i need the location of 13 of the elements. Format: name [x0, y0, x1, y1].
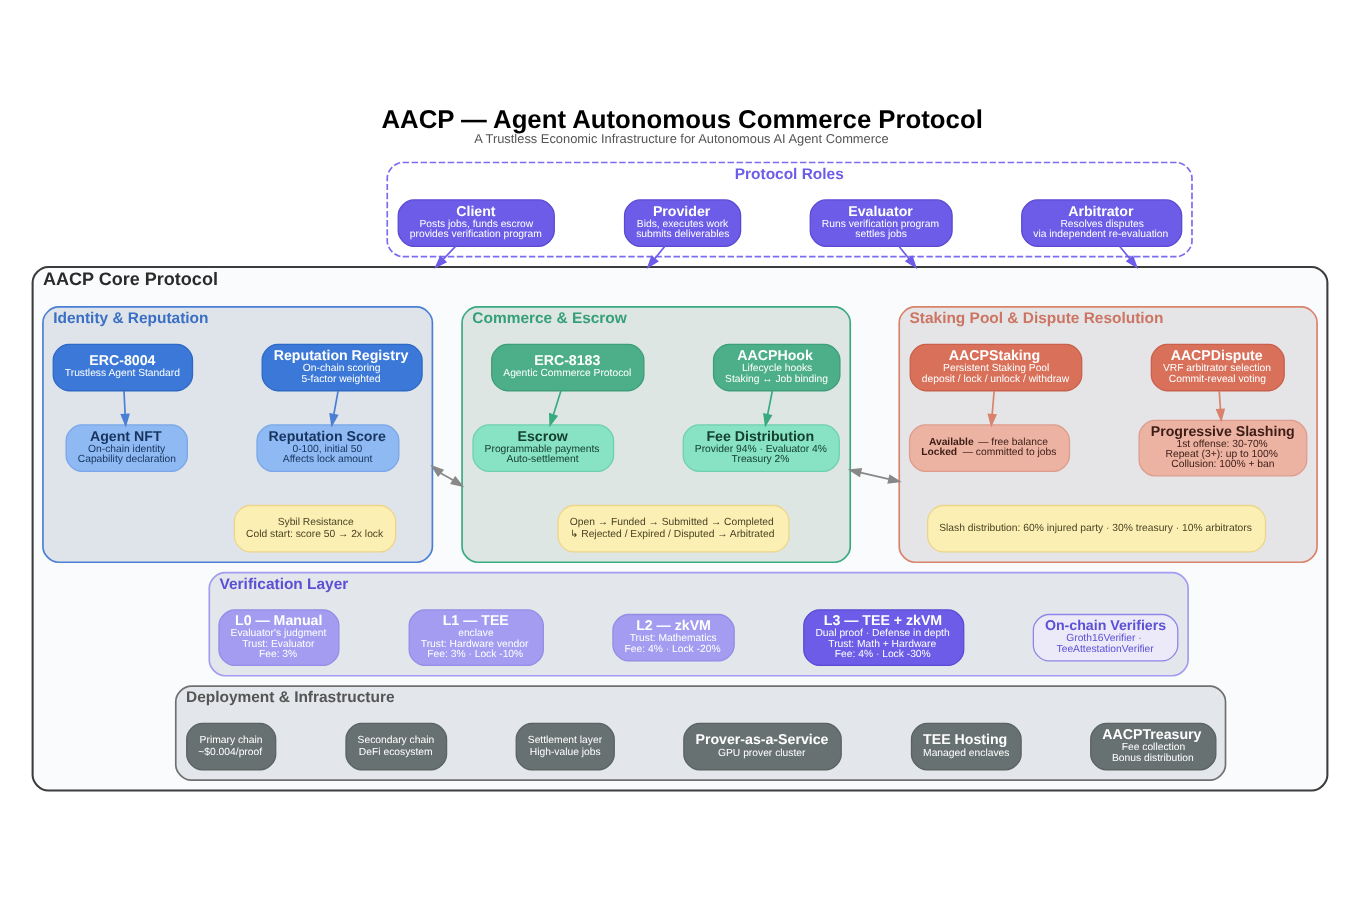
arrow [120, 389, 130, 427]
arrow [646, 244, 666, 268]
arrow [548, 389, 562, 427]
arrow [430, 463, 465, 487]
arrow [329, 389, 339, 427]
diagram-title: AACP — Agent Autonomous Commerce Protocol [381, 102, 983, 133]
arrow [847, 467, 902, 483]
arrow [434, 244, 457, 268]
arrow [763, 389, 774, 427]
arrow [987, 389, 998, 427]
arrow [898, 244, 918, 268]
arrow [1119, 244, 1139, 268]
arrow [1215, 389, 1226, 422]
